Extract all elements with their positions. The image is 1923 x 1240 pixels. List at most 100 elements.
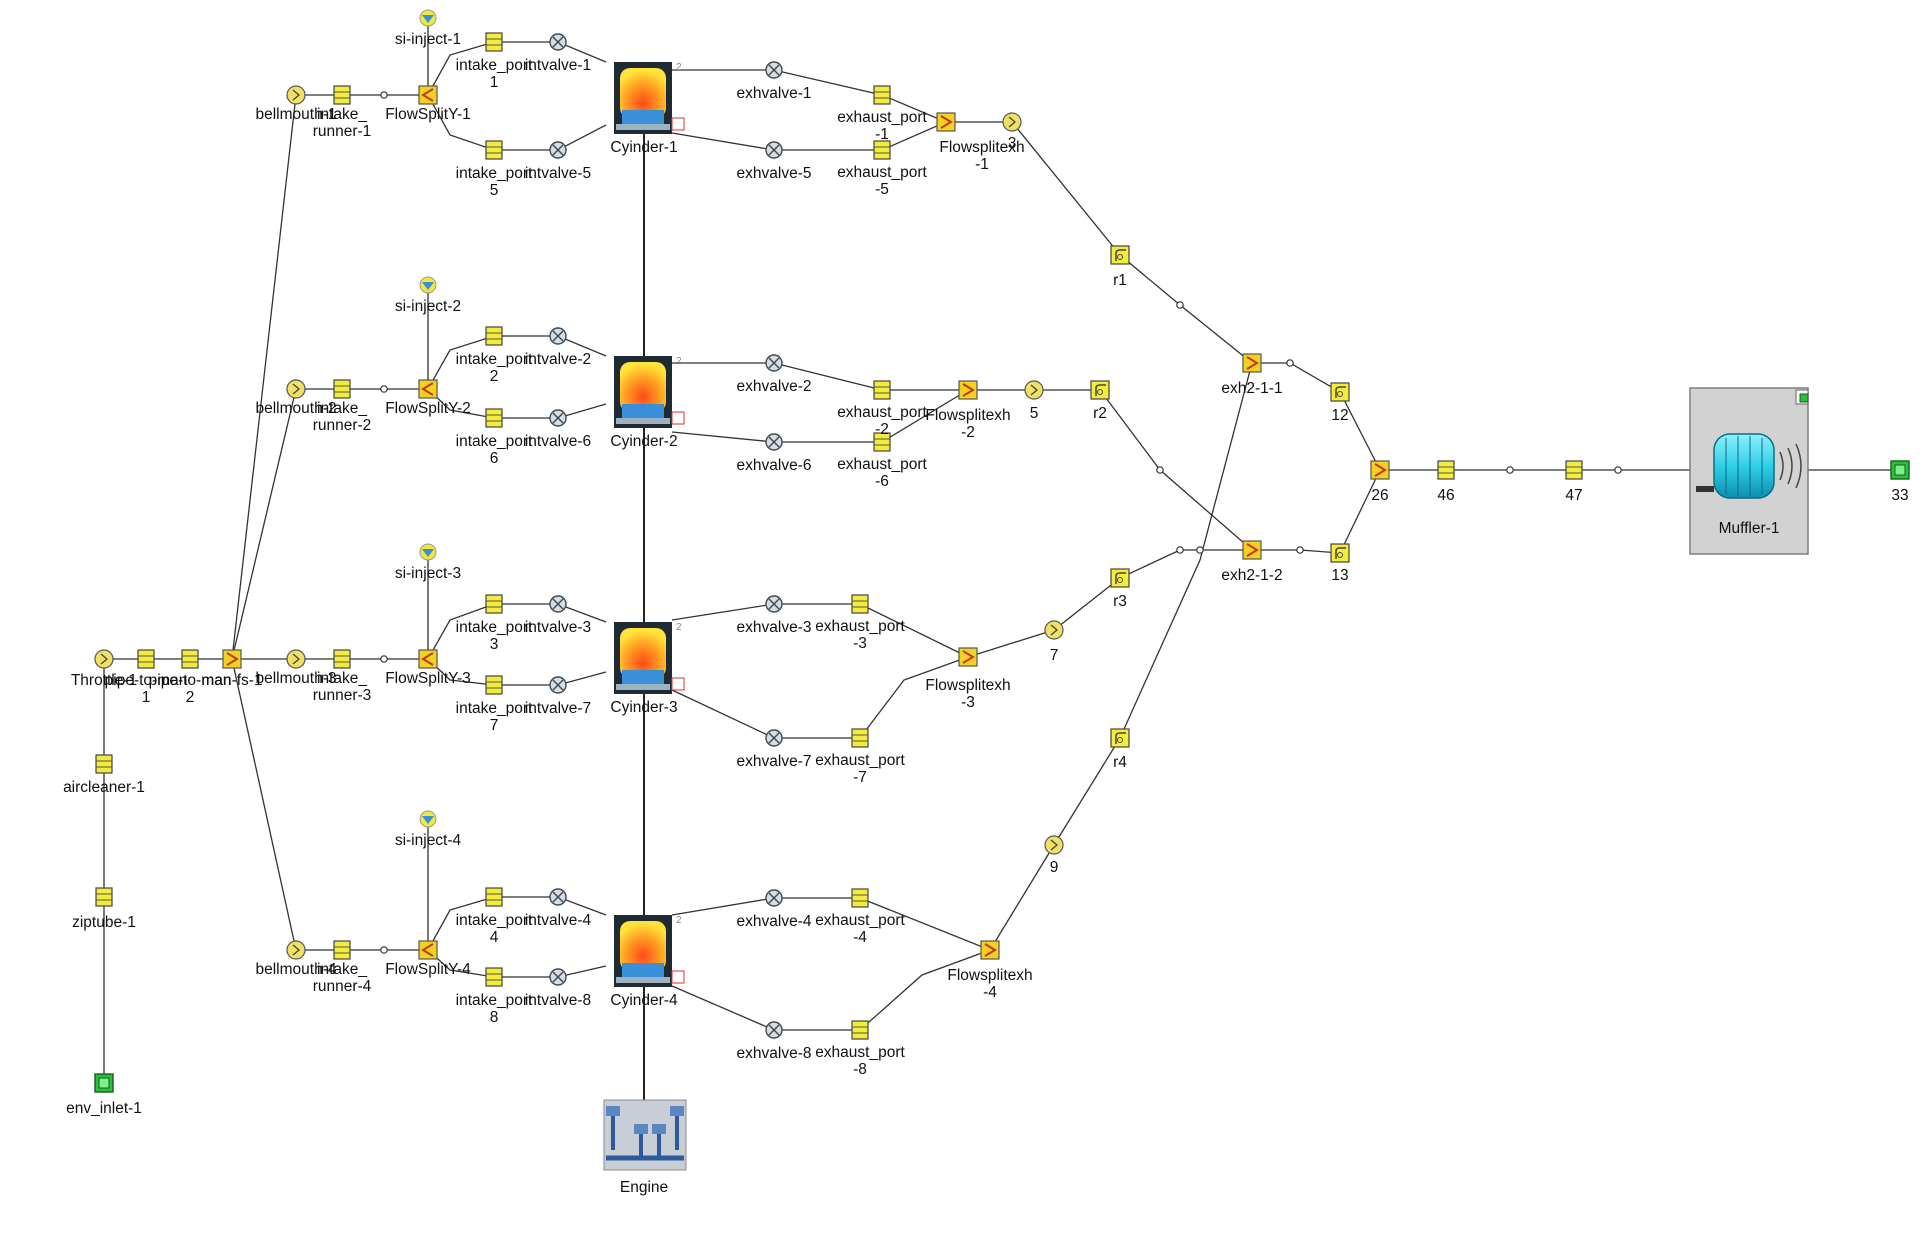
pipe-icon <box>485 140 503 160</box>
intake-port-2[interactable] <box>485 326 503 346</box>
muffler-1[interactable] <box>1689 387 1809 555</box>
exhvalve-8[interactable] <box>765 1021 783 1039</box>
exhvalve-7[interactable] <box>765 729 783 747</box>
intake-runner-2[interactable] <box>333 379 351 399</box>
intake-port-6[interactable] <box>485 408 503 428</box>
bellmouth-4[interactable] <box>286 940 306 960</box>
pipe-bend-icon <box>1330 382 1350 402</box>
bend-13[interactable] <box>1330 543 1350 563</box>
bend-r2[interactable] <box>1090 380 1110 400</box>
si-inject-1[interactable] <box>419 9 437 27</box>
exhvalve-5[interactable] <box>765 141 783 159</box>
exhaust-bell-7[interactable] <box>1044 620 1064 640</box>
flowsplitexh-2[interactable] <box>958 380 978 400</box>
flowsplity-1[interactable] <box>418 85 438 105</box>
man-fs-1[interactable] <box>222 649 242 669</box>
exhaust-port-8[interactable] <box>851 1020 869 1040</box>
pipe-bend-icon <box>1110 568 1130 588</box>
exh2-1-2[interactable] <box>1242 540 1262 560</box>
label-46: 46 <box>1437 487 1454 504</box>
env-inlet-1[interactable] <box>94 1073 114 1093</box>
flowsplit-icon <box>980 940 1000 960</box>
throttle-1[interactable] <box>94 649 114 669</box>
intake-port-5[interactable] <box>485 140 503 160</box>
pipe-to-man-2[interactable] <box>181 649 199 669</box>
intake-port-8[interactable] <box>485 967 503 987</box>
pipe-46[interactable] <box>1437 460 1455 480</box>
intvalve-4[interactable] <box>549 888 567 906</box>
label-exhaust-port-7: exhaust_port-7 <box>815 752 905 786</box>
pipe-47[interactable] <box>1565 460 1583 480</box>
flowsplitexh-1[interactable] <box>936 112 956 132</box>
intvalve-6[interactable] <box>549 409 567 427</box>
bend-r3[interactable] <box>1110 568 1130 588</box>
label-flowsplity-1: FlowSplitY-1 <box>385 106 471 123</box>
label-exhaust-port-3: exhaust_port-3 <box>815 618 905 652</box>
intake-port-3[interactable] <box>485 594 503 614</box>
engine-cylinder-icon <box>614 622 685 694</box>
engine[interactable] <box>603 1099 687 1171</box>
bend-r1[interactable] <box>1110 245 1130 265</box>
cylinder-3[interactable] <box>614 622 685 694</box>
port-number: 2 <box>676 622 682 633</box>
label-26: 26 <box>1371 487 1388 504</box>
cylinder-2[interactable] <box>614 356 685 428</box>
flowsplitexh-3[interactable] <box>958 647 978 667</box>
exhvalve-1[interactable] <box>765 61 783 79</box>
bend-12[interactable] <box>1330 382 1350 402</box>
port-number: 2 <box>676 62 682 73</box>
exhaust-bell-3[interactable] <box>1002 112 1022 132</box>
cylinder-4[interactable] <box>614 915 685 987</box>
intvalve-8[interactable] <box>549 968 567 986</box>
exhaust-port-2[interactable] <box>873 380 891 400</box>
exhvalve-6[interactable] <box>765 433 783 451</box>
intvalve-1[interactable] <box>549 33 567 51</box>
intake-port-7[interactable] <box>485 675 503 695</box>
aircleaner-1[interactable] <box>95 754 113 774</box>
intvalve-7[interactable] <box>549 676 567 694</box>
exh2-1-1[interactable] <box>1242 353 1262 373</box>
flowsplity-2[interactable] <box>418 379 438 399</box>
exhvalve-3[interactable] <box>765 595 783 613</box>
intvalve-3[interactable] <box>549 595 567 613</box>
intvalve-2[interactable] <box>549 327 567 345</box>
cylinder-1[interactable] <box>614 62 685 134</box>
si-inject-3[interactable] <box>419 543 437 561</box>
valve-icon <box>765 141 783 159</box>
label-aircleaner-1: aircleaner-1 <box>63 779 145 796</box>
exhvalve-4[interactable] <box>765 889 783 907</box>
exhaust-bell-5[interactable] <box>1024 380 1044 400</box>
bellmouth-1[interactable] <box>286 85 306 105</box>
exhaust-port-4[interactable] <box>851 888 869 908</box>
intake-port-4[interactable] <box>485 887 503 907</box>
label-intake-runner-3: intake_runner-3 <box>313 670 372 704</box>
label-3: 3 <box>1008 135 1017 152</box>
flowsplitexh-4[interactable] <box>980 940 1000 960</box>
exhvalve-2[interactable] <box>765 354 783 372</box>
intvalve-5[interactable] <box>549 141 567 159</box>
bend-r4[interactable] <box>1110 728 1130 748</box>
pipe-icon <box>851 594 869 614</box>
si-inject-2[interactable] <box>419 276 437 294</box>
pipe-to-man-1[interactable] <box>137 649 155 669</box>
boundary-33[interactable] <box>1890 460 1910 480</box>
exhaust-port-3[interactable] <box>851 594 869 614</box>
intake-port-1[interactable] <box>485 32 503 52</box>
merge-26[interactable] <box>1370 460 1390 480</box>
intake-runner-4[interactable] <box>333 940 351 960</box>
intake-runner-1[interactable] <box>333 85 351 105</box>
ziptube-1[interactable] <box>95 887 113 907</box>
flowsplity-3[interactable] <box>418 649 438 669</box>
exhaust-port-7[interactable] <box>851 728 869 748</box>
label-intvalve-1: intvalve-1 <box>525 57 591 74</box>
si-inject-4[interactable] <box>419 810 437 828</box>
flowsplity-4[interactable] <box>418 940 438 960</box>
bellmouth-3[interactable] <box>286 649 306 669</box>
exhaust-port-6[interactable] <box>873 432 891 452</box>
exhaust-port-5[interactable] <box>873 140 891 160</box>
exhaust-port-1[interactable] <box>873 85 891 105</box>
bellmouth-2[interactable] <box>286 379 306 399</box>
intake-runner-3[interactable] <box>333 649 351 669</box>
exhaust-bell-9[interactable] <box>1044 835 1064 855</box>
